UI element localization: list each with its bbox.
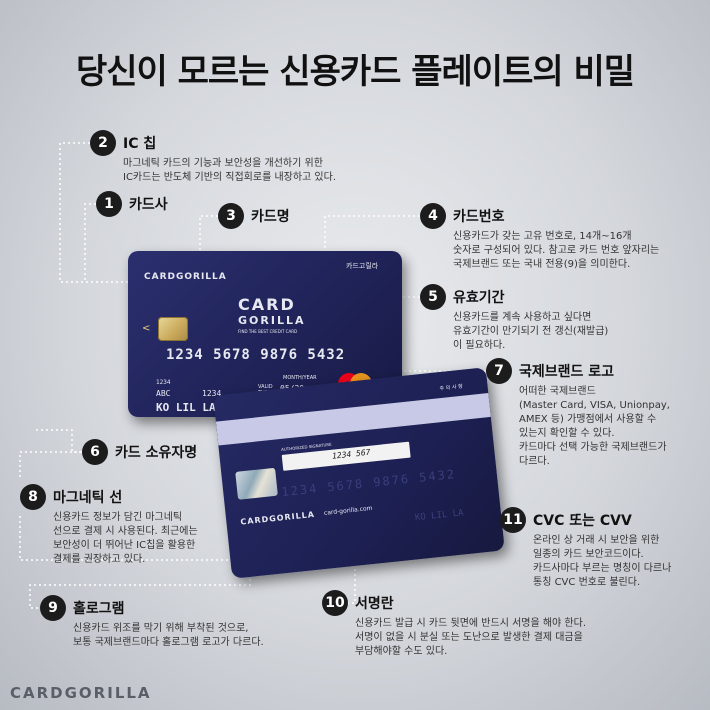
- front-card-brand: CARDGORILLA: [144, 272, 227, 282]
- annotation-ic-chip: 2 IC 칩 마그네틱 카드의 기능과 보안성을 개선하기 위한 IC카드는 반도…: [90, 130, 390, 185]
- footer-logo: CARDGORILLA: [10, 684, 152, 702]
- annotation-label: 카드 소유자명: [115, 445, 198, 461]
- annotation-signature: 10 서명란 신용카드 발급 시 카드 뒷면에 반드시 서명을 해야 한다. 서명…: [322, 590, 652, 659]
- annotation-desc: 신용카드를 계속 사용하고 싶다면 유효기간이 만기되기 전 갱신(재발급) 이…: [453, 312, 609, 351]
- annotation-desc: 신용카드 발급 시 카드 뒷면에 반드시 서명을 해야 한다. 서명이 없을 시…: [355, 618, 587, 657]
- front-card-name-line1: CARD: [238, 295, 296, 314]
- badge-9: 9: [40, 595, 66, 621]
- annotation-label: 마그네틱 선: [53, 490, 123, 506]
- annotation-label: CVC 또는 CVV: [533, 513, 632, 529]
- magnetic-stripe: [215, 393, 491, 446]
- annotation-desc: 신용카드 정보가 담긴 마그네틱 선으로 결제 시 사용된다. 최근에는 보안성…: [53, 512, 198, 565]
- front-card-name-tag: FIND THE BEST CREDIT CARD: [238, 329, 298, 334]
- front-card-holder: KO LIL LA: [156, 401, 216, 414]
- annotation-brand-logo: 7 국제브랜드 로고 어떠한 국제브랜드 (Master Card, VISA, …: [486, 358, 706, 469]
- annotation-label: 카드번호: [453, 209, 505, 225]
- annotation-label: 국제브랜드 로고: [519, 364, 615, 380]
- chevron-left-icon: <: [142, 323, 151, 334]
- badge-7: 7: [486, 358, 512, 384]
- annotation-desc: 신용카드가 갖는 고유 번호로, 14개~16개 숫자로 구성되어 있다. 참고…: [453, 231, 660, 270]
- badge-3: 3: [218, 203, 244, 229]
- annotation-magnetic-stripe: 8 마그네틱 선 신용카드 정보가 담긴 마그네틱 선으로 결제 시 사용된다. …: [20, 484, 240, 567]
- hologram-icon: [235, 467, 278, 500]
- back-card-ghost-name: KO LIL LA: [414, 508, 465, 524]
- badge-4: 4: [420, 203, 446, 229]
- badge-6: 6: [82, 439, 108, 465]
- annotation-label: 홀로그램: [73, 601, 125, 617]
- front-card-name-line2: GORILLA: [238, 314, 306, 327]
- annotation-hologram: 9 홀로그램 신용카드 위조를 막기 위해 부착된 것으로, 보통 국제브랜드마다…: [40, 595, 315, 650]
- front-card-corner-label: 카드고릴라: [346, 262, 379, 270]
- front-card-month-year-label: MONTH/YEAR: [283, 375, 317, 381]
- badge-8: 8: [20, 484, 46, 510]
- front-card-small-num2: 1234: [202, 389, 222, 398]
- annotation-card-name: 3 카드명: [218, 203, 290, 229]
- annotation-desc: 신용카드 위조를 막기 위해 부착된 것으로, 보통 국제브랜드마다 홀로그램 …: [73, 623, 264, 648]
- annotation-desc: 마그네틱 카드의 기능과 보안성을 개선하기 위한 IC카드는 반도체 기반의 …: [123, 158, 337, 183]
- annotation-desc: 어떠한 국제브랜드 (Master Card, VISA, Unionpay, …: [519, 386, 670, 467]
- annotation-card-number: 4 카드번호 신용카드가 갖는 고유 번호로, 14개~16개 숫자로 구성되어 …: [420, 203, 700, 272]
- annotation-desc: 온라인 상 거래 시 보안을 위한 일종의 카드 보안코드이다. 카드사마다 부…: [533, 535, 672, 588]
- annotation-label: 카드명: [251, 209, 290, 225]
- annotation-label: 유효기간: [453, 290, 505, 306]
- page-title: 당신이 모르는 신용카드 플레이트의 비밀: [75, 52, 635, 92]
- badge-1: 1: [96, 191, 122, 217]
- back-card-ghost-number: 1234 5678 9876 5432: [280, 466, 457, 500]
- annotation-label: 서명란: [355, 596, 394, 612]
- annotation-cvc: 11 CVC 또는 CVV 온라인 상 거래 시 보안을 위한 일종의 카드 보안…: [500, 507, 705, 590]
- badge-10: 10: [322, 590, 348, 616]
- back-card-brand: CARDGORILLA: [240, 509, 316, 527]
- back-card-url: card-gorilla.com: [323, 504, 373, 517]
- annotation-label: IC 칩: [123, 136, 157, 152]
- front-card-number: 1234 5678 9876 5432: [166, 347, 346, 363]
- front-card-small-num: 1234: [156, 379, 171, 386]
- annotation-card-company: 1 카드사: [96, 191, 168, 217]
- front-card-abc: ABC: [156, 389, 171, 398]
- annotation-card-holder: 6 카드 소유자명: [82, 439, 197, 465]
- ic-chip-icon: [158, 317, 188, 341]
- credit-card-back: 주 의 사 항 AUTHORIZED SIGNATURE 1234 567 12…: [213, 367, 505, 579]
- badge-5: 5: [420, 284, 446, 310]
- back-card-top-label: 주 의 사 항: [439, 383, 464, 393]
- badge-2: 2: [90, 130, 116, 156]
- annotation-label: 카드사: [129, 197, 168, 213]
- annotation-expiry: 5 유효기간 신용카드를 계속 사용하고 싶다면 유효기간이 만기되기 전 갱신(…: [420, 284, 700, 353]
- badge-11: 11: [500, 507, 526, 533]
